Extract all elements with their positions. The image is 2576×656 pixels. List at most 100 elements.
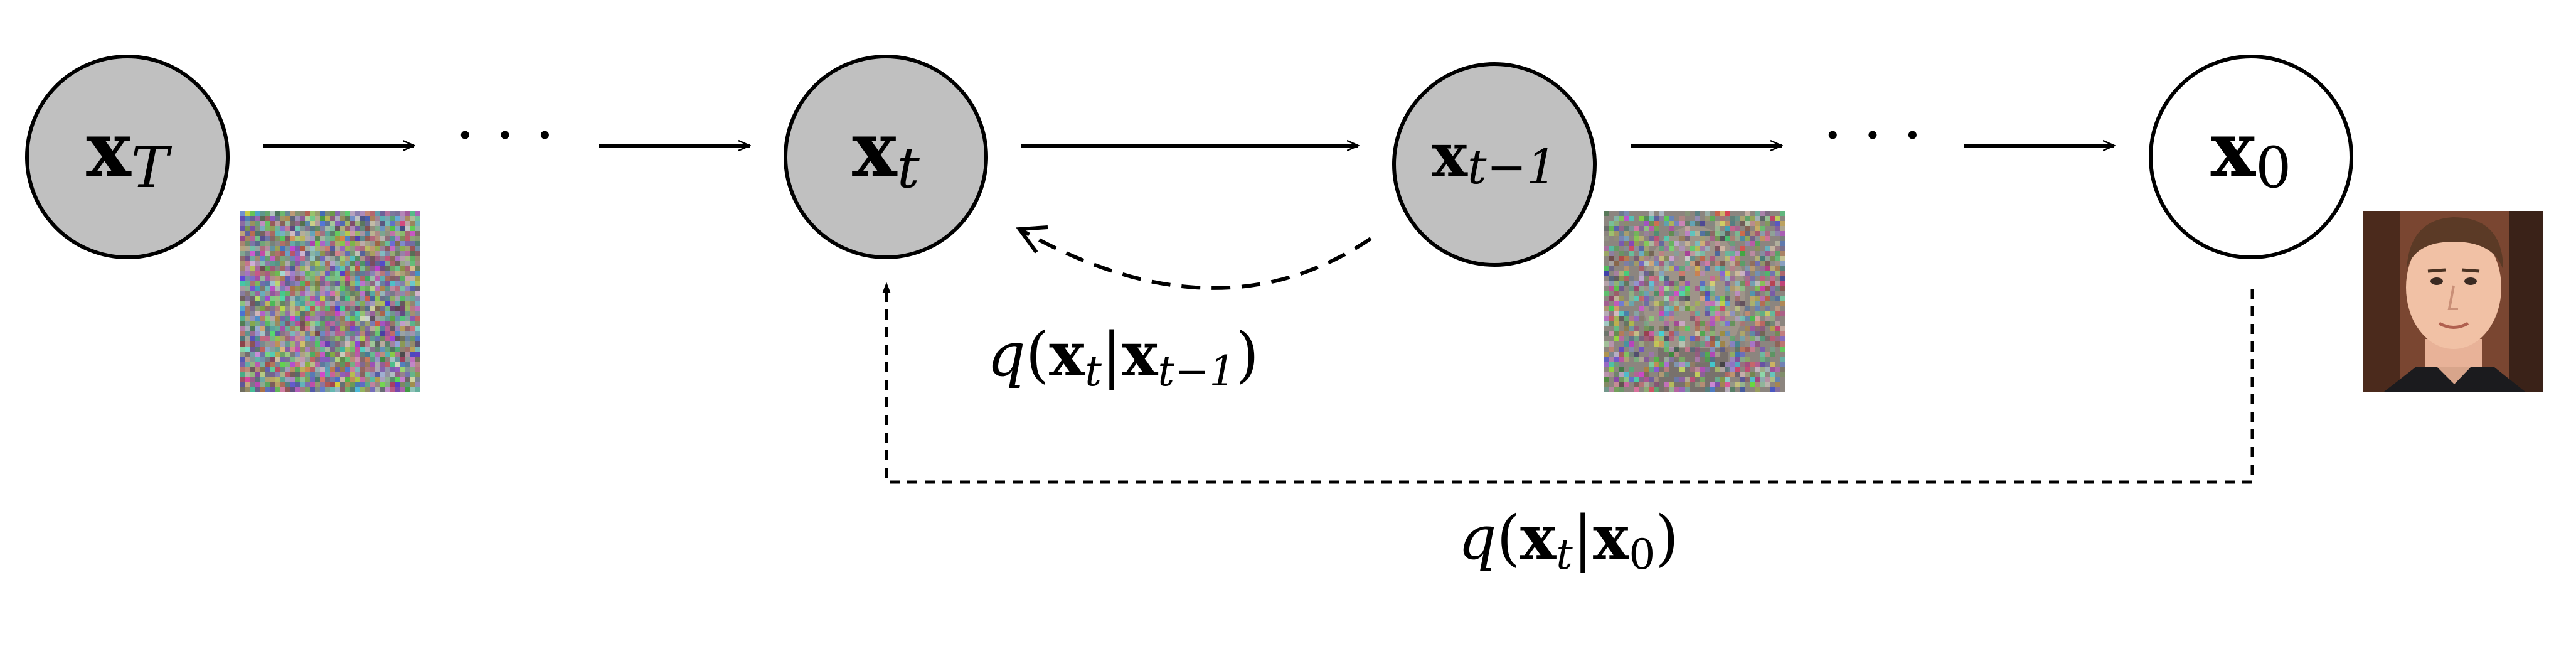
noise-pixel [325,211,330,216]
noise-pixel [1700,236,1705,241]
noise-pixel [270,321,275,326]
noise-pixel [400,362,405,367]
noise-pixel [1654,336,1659,341]
noise-pixel [1614,362,1619,367]
noise-pixel [1750,301,1755,306]
noise-pixel [320,352,325,357]
noise-pixel [360,331,365,336]
noise-pixel [1614,331,1619,336]
noise-pixel [300,357,305,362]
noise-pixel [270,367,275,372]
noise-pixel [360,211,365,216]
noise-pixel [375,321,380,326]
noise-pixel [310,286,315,291]
noise-pixel [280,301,285,306]
noise-pixel [1740,372,1745,377]
noise-pixel [1614,286,1619,291]
noise-pixel [410,256,415,261]
noise-pixel [375,347,380,352]
noise-pixel [415,236,420,241]
noise-pixel [1695,331,1700,336]
noise-pixel [290,311,295,316]
noise-pixel [1730,226,1735,231]
noise-pixel [405,357,410,362]
noise-pixel [350,226,355,231]
noise-pixel [1679,367,1685,372]
noise-pixel [1609,266,1614,271]
noise-pixel [1740,347,1745,352]
noise-pixel [340,382,345,387]
noise-pixel [390,372,395,377]
noise-pixel [330,357,335,362]
noise-pixel [345,221,350,226]
noise-pixel [390,216,395,221]
noise-pixel [1654,382,1659,387]
noise-pixel [1735,372,1740,377]
noise-pixel [350,301,355,306]
noise-pixel [1775,226,1780,231]
noise-pixel [1685,382,1690,387]
noise-pixel [405,211,410,216]
noise-pixel [1730,216,1735,221]
noise-pixel [1765,216,1770,221]
noise-pixel [385,221,390,226]
noise-pixel [335,211,340,216]
noise-pixel [270,281,275,286]
noise-pixel [380,367,385,372]
noise-pixel [345,291,350,296]
noise-pixel [400,256,405,261]
noise-pixel [1745,372,1750,377]
noise-pixel [385,226,390,231]
noise-pixel [345,271,350,276]
noise-pixel [1629,216,1634,221]
noise-pixel [340,276,345,281]
noise-pixel [260,352,265,357]
noise-pixel [265,372,270,377]
noise-pixel [1649,362,1654,367]
noise-pixel [345,281,350,286]
noise-pixel [355,271,360,276]
noise-pixel [385,377,390,382]
noise-pixel [325,266,330,271]
noise-pixel [315,211,320,216]
noise-pixel [1629,226,1634,231]
noise-pixel [1619,256,1624,261]
noise-pixel [1760,236,1765,241]
noise-pixel [1730,352,1735,357]
noise-pixel [240,231,245,236]
noise-pixel [1639,276,1644,281]
noise-pixel [300,306,305,311]
noise-pixel [1765,231,1770,236]
noise-pixel [1624,281,1629,286]
noise-pixel [345,341,350,347]
noise-pixel [325,221,330,226]
noise-pixel [1685,326,1690,331]
noise-pixel [395,306,400,311]
noise-pixel [1695,347,1700,352]
noise-pixel [1710,311,1715,316]
noise-pixel [380,261,385,266]
noise-pixel [1740,357,1745,362]
noise-pixel [350,286,355,291]
noise-pixel [270,211,275,216]
noise-pixel [1609,251,1614,256]
noise-pixel [270,226,275,231]
noise-pixel [1705,326,1710,331]
noise-pixel [285,357,290,362]
noise-pixel [410,276,415,281]
noise-pixel [370,286,375,291]
noise-pixel [245,326,250,331]
noise-pixel [1644,256,1649,261]
noise-pixel [275,236,280,241]
noise-pixel [330,241,335,246]
noise-pixel [1760,211,1765,216]
noise-pixel [250,352,255,357]
noise-pixel [345,241,350,246]
noise-pixel [1644,377,1649,382]
noise-pixel [380,221,385,226]
noise-pixel [320,311,325,316]
noise-pixel [1745,347,1750,352]
noise-pixel [325,276,330,281]
noise-pixel [315,347,320,352]
noise-pixel [345,326,350,331]
